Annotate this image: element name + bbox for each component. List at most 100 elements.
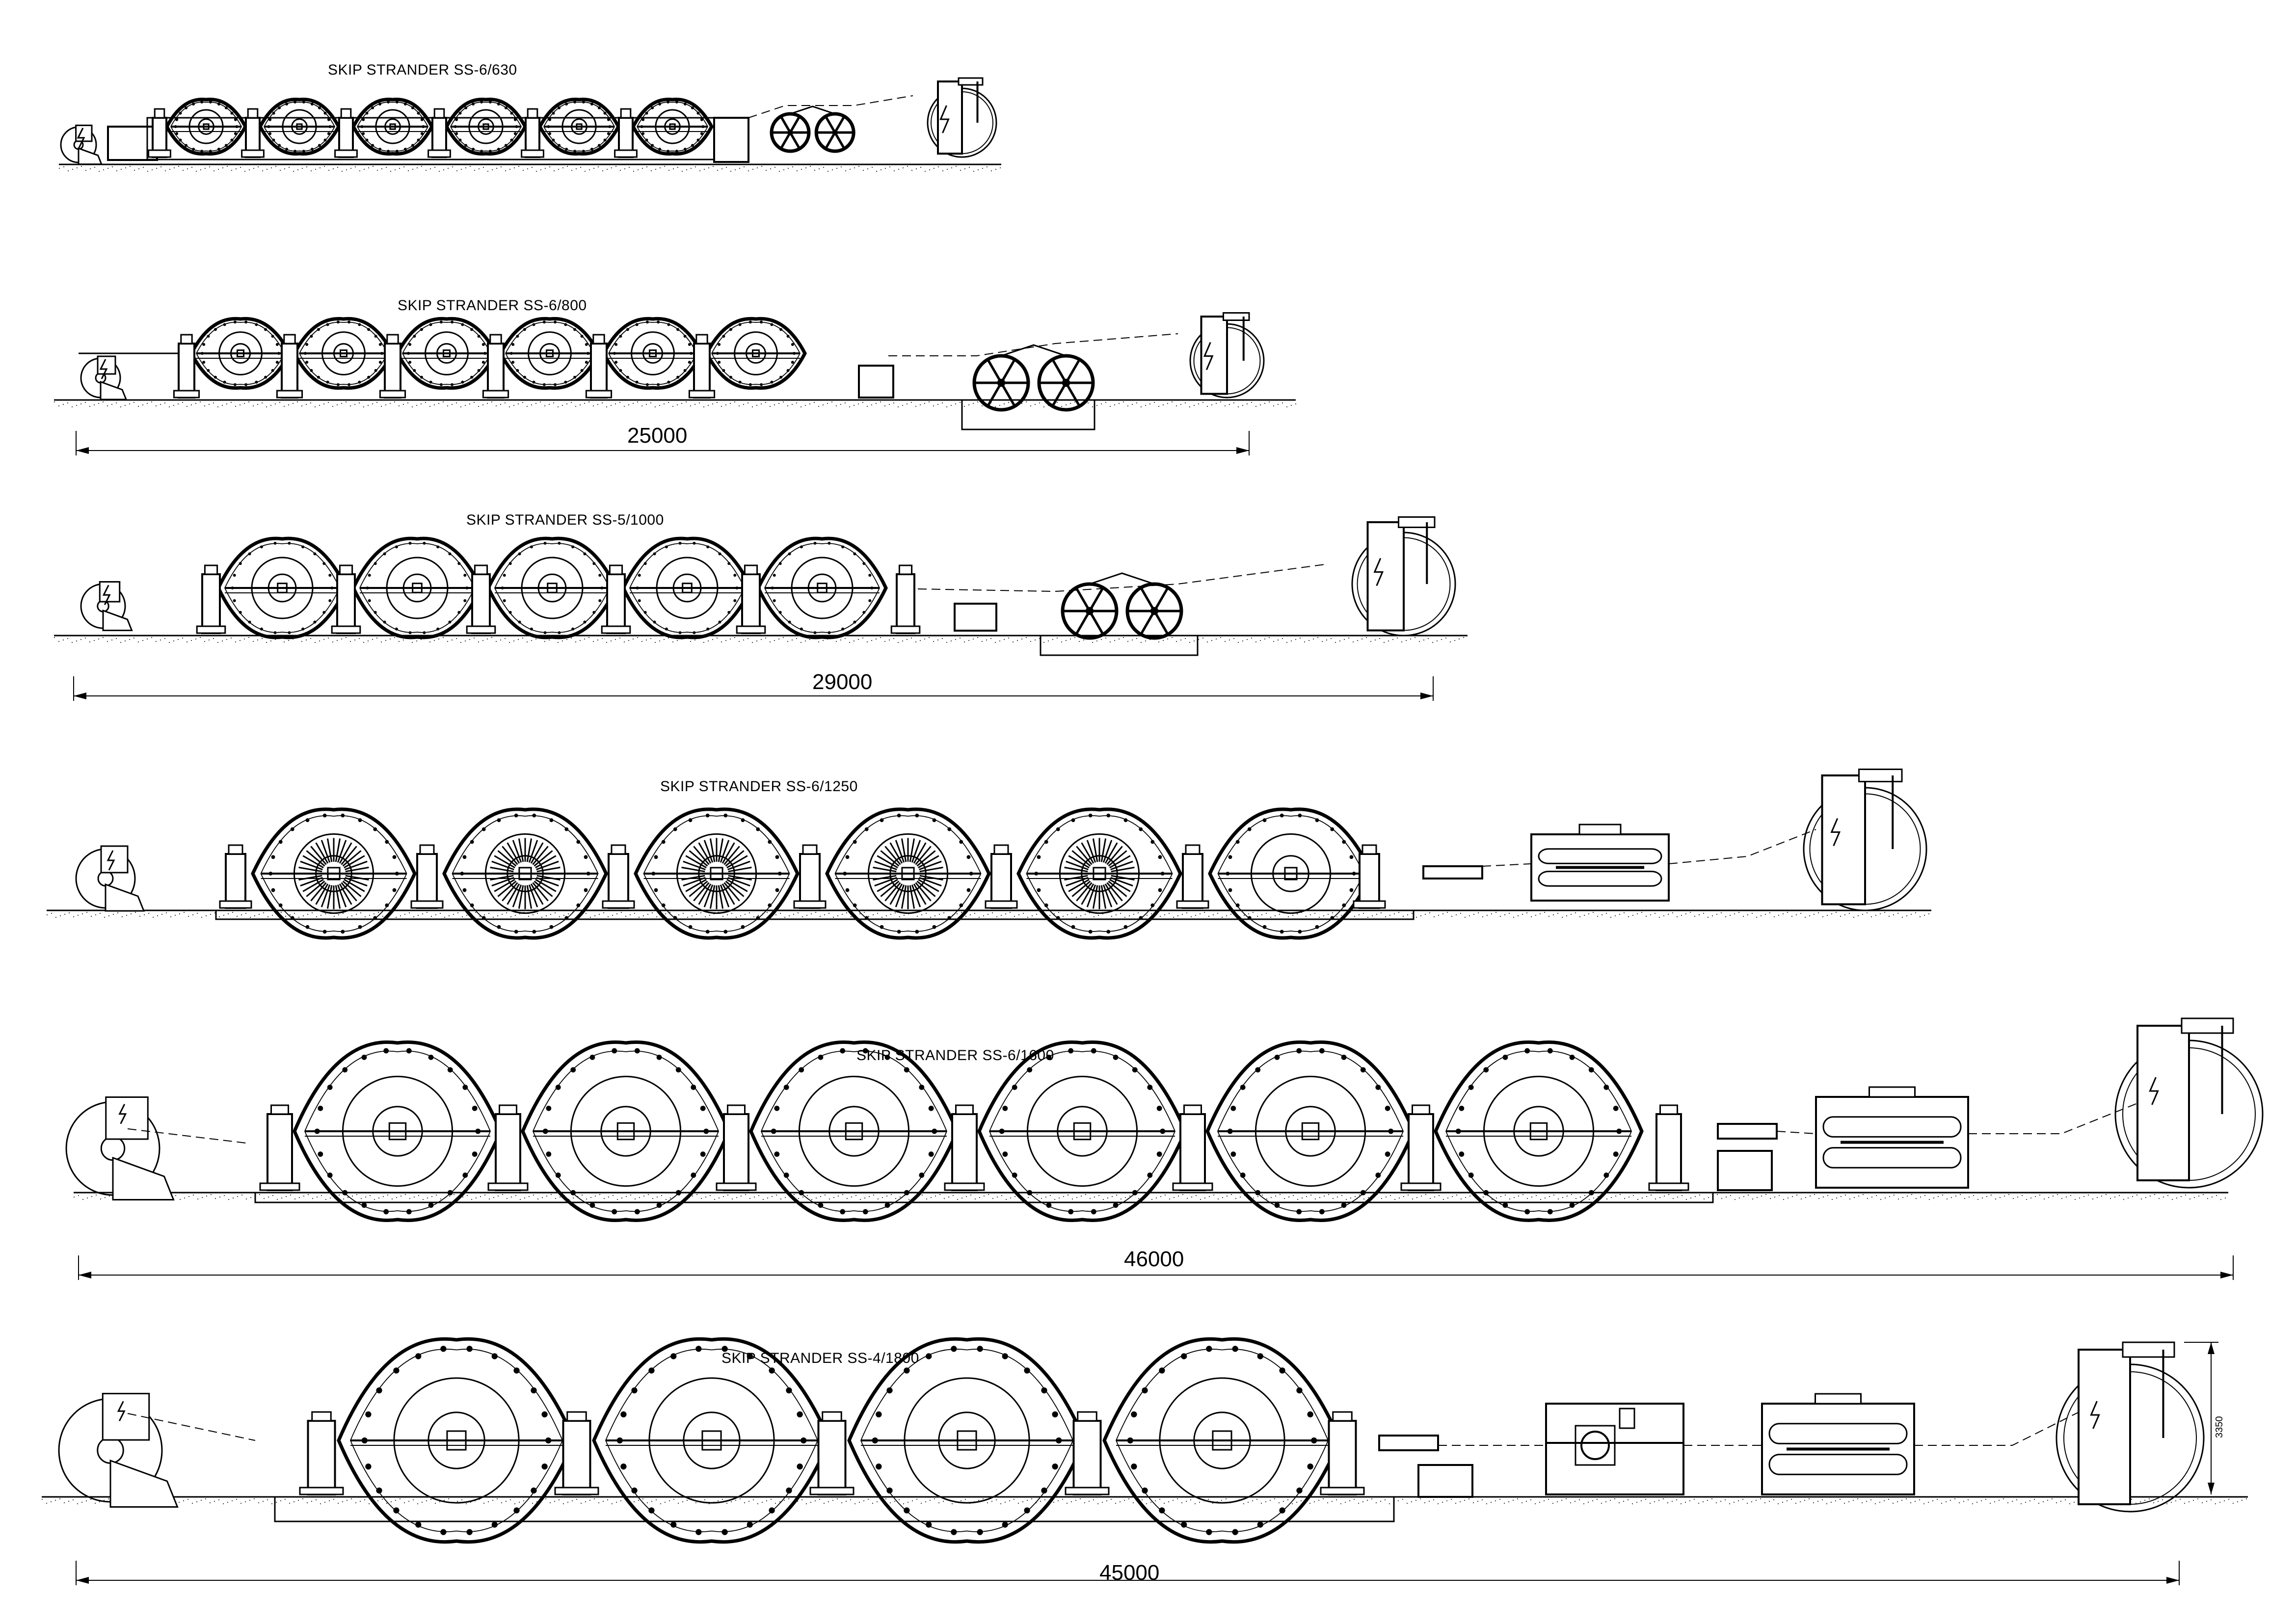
overall-length-dimension-ss-6-1600: 46000 (1124, 1247, 1184, 1271)
pit-ss-6-800 (961, 399, 1095, 430)
closing-die-ss-6-800 (858, 365, 894, 399)
bobbin-ss-6-800-3 (396, 317, 498, 390)
payoff-unit-ss-6-1250 (75, 845, 145, 912)
ground-ss-6-630 (59, 163, 1001, 172)
takeup-ss-4-1800 (2056, 1341, 2205, 1513)
pedestal-ss-6-630-2 (241, 108, 265, 158)
pedestal-ss-5-1000-2 (331, 564, 361, 634)
closing-die-ss-6-1600 (1717, 1123, 1778, 1140)
pedestal-ss-6-800-4 (482, 334, 509, 399)
bobbin-ss-6-630-3 (351, 98, 434, 156)
capstan-ss-6-630 (770, 106, 855, 153)
closing-die-ss-5-1000 (954, 603, 997, 632)
pedestal-ss-6-800-5 (585, 334, 613, 399)
bobbin-ss-5-1000-5 (756, 536, 888, 639)
strand-ss-4-1800-c (1914, 1408, 2086, 1446)
takeup-ss-6-630 (927, 77, 997, 158)
ground-ss-6-1250 (47, 909, 1931, 918)
pedestal-ss-6-1600-4 (944, 1104, 985, 1191)
bobbin-ss-6-800-4 (499, 317, 601, 390)
pedestal-ss-4-1800-4 (1065, 1411, 1110, 1495)
overall-length-dimension-ss-5-1000: 29000 (812, 670, 873, 694)
overall-length-dimension-ss-6-800: 25000 (627, 424, 688, 448)
pedestal-ss-6-630-1 (148, 108, 171, 158)
line-title-ss-6-630: SKIP STRANDER SS-6/630 (328, 62, 517, 78)
pedestal-ss-6-800-2 (276, 334, 303, 399)
pedestal-ss-5-1000-end (890, 564, 921, 634)
takeup-ss-6-1250 (1803, 769, 1927, 911)
payoff-unit-ss-6-1600 (65, 1096, 175, 1200)
bobbin-ss-6-1600-4 (977, 1040, 1187, 1222)
dimension-line-ss-6-1600 (78, 1255, 2234, 1280)
bobbin-ss-6-1600-6 (1434, 1040, 1644, 1222)
dimension-line-ss-6-800 (76, 431, 1250, 455)
bobbin-ss-6-630-5 (538, 98, 620, 156)
capstan-ss-5-1000 (1061, 572, 1183, 640)
pedestal-ss-6-1600-end (1648, 1104, 1689, 1191)
strand-ss-6-630 (748, 95, 913, 118)
bobbin-ss-5-1000-2 (351, 536, 483, 639)
support-ss-6-1600 (1717, 1150, 1773, 1191)
pedestal-ss-6-1250-4 (793, 844, 827, 909)
bobbin-ss-6-1250-4 (825, 807, 991, 940)
pedestal-ss-5-1000-4 (601, 564, 631, 634)
pedestal-ss-6-630-5 (521, 108, 544, 158)
bobbin-ss-6-1600-1 (293, 1040, 503, 1222)
takeup-ss-5-1000 (1351, 516, 1456, 637)
foundation-ss-6-1250 (215, 909, 1415, 920)
dimension-line-ss-4-1800 (76, 1561, 2180, 1585)
bobbin-ss-6-1250-2 (442, 807, 608, 940)
bobbin-ss-6-800-6 (705, 317, 807, 390)
foundation-ss-4-1800 (274, 1496, 1395, 1522)
strand-ss-6-1250-b (1668, 829, 1816, 864)
bobbin-ss-6-630-2 (258, 98, 341, 156)
pedestal-ss-5-1000-3 (466, 564, 496, 634)
overall-length-dimension-ss-4-1800: 45000 (1099, 1561, 1160, 1585)
payoff-unit-ss-5-1000 (80, 581, 133, 631)
bobbin-ss-4-1800-2 (592, 1337, 831, 1544)
capstan-ss-6-800 (972, 344, 1095, 412)
payoff-unit-ss-4-1800 (58, 1393, 179, 1508)
pedestal-ss-4-1800-1 (299, 1411, 344, 1495)
bobbin-ss-5-1000-4 (621, 536, 753, 639)
bobbin-ss-5-1000-3 (486, 536, 618, 639)
bobbin-ss-4-1800-1 (337, 1337, 576, 1544)
pedestal-ss-6-800-1 (173, 334, 200, 399)
closing-die-ss-6-630 (713, 117, 749, 163)
bobbin-ss-6-1600-3 (749, 1040, 959, 1222)
closing-die-ss-6-1250 (1422, 865, 1483, 879)
bobbin-ss-4-1800-4 (1102, 1337, 1342, 1544)
tension-frame-ss-4-1800 (1545, 1403, 1684, 1495)
bobbin-ss-6-630-1 (165, 98, 247, 156)
pedestal-ss-6-1250-end (1353, 844, 1386, 909)
bobbin-ss-6-630-4 (445, 98, 527, 156)
line-title-ss-6-1600: SKIP STRANDER SS-6/1600 (856, 1047, 1054, 1064)
caterpillar-ss-4-1800 (1761, 1393, 1915, 1495)
pedestal-ss-6-1250-2 (410, 844, 444, 909)
line-title-ss-6-1250: SKIP STRANDER SS-6/1250 (660, 778, 858, 795)
payoff-unit-ss-6-800 (80, 355, 128, 400)
bobbin-ss-4-1800-3 (847, 1337, 1087, 1544)
bobbin-ss-6-1250-1 (251, 807, 417, 940)
height-dimension-line (2184, 1342, 2218, 1494)
pedestal-ss-6-1600-3 (716, 1104, 757, 1191)
pit-ss-5-1000 (1040, 635, 1199, 656)
bobbin-ss-6-1600-2 (521, 1040, 731, 1222)
pedestal-ss-6-1250-1 (219, 844, 252, 909)
pedestal-ss-6-1250-3 (602, 844, 635, 909)
bobbin-ss-6-800-2 (293, 317, 395, 390)
height-dimension: 3350 (2214, 1416, 2225, 1438)
line-title-ss-6-800: SKIP STRANDER SS-6/800 (398, 297, 587, 314)
ground-ss-6-800 (54, 399, 1296, 407)
bobbin-ss-6-1250-3 (634, 807, 800, 940)
pedestal-ss-6-630-6 (614, 108, 638, 158)
pedestal-ss-4-1800-3 (809, 1411, 854, 1495)
bobbin-ss-6-1250-5 (1016, 807, 1182, 940)
pedestal-ss-6-1600-5 (1172, 1104, 1213, 1191)
closing-die-ss-4-1800 (1378, 1435, 1439, 1451)
strand-ss-6-800 (888, 333, 1178, 356)
takeup-ss-6-1600 (2114, 1017, 2264, 1189)
pedestal-ss-6-1600-2 (487, 1104, 529, 1191)
pedestal-ss-6-800-6 (688, 334, 716, 399)
